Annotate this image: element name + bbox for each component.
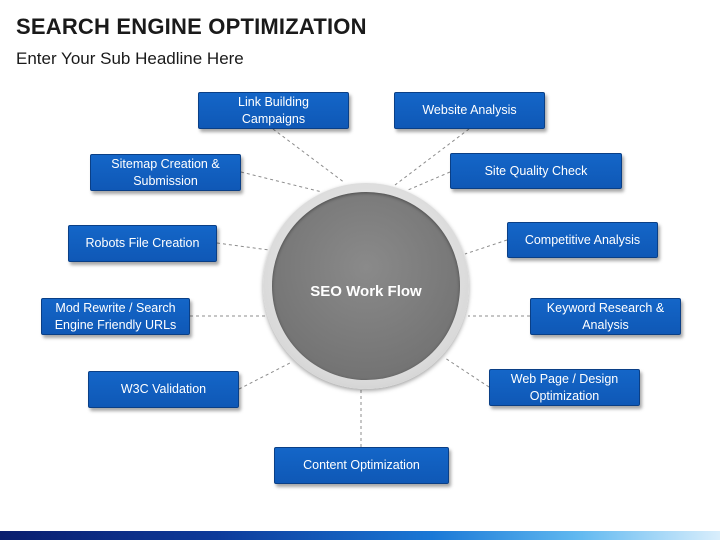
node-website-analysis: Website Analysis [394,92,545,129]
node-link-building: Link Building Campaigns [198,92,349,129]
node-keyword-research: Keyword Research & Analysis [530,298,681,335]
node-label: Web Page / Design Optimization [510,371,619,403]
node-sitemap-creation: Sitemap Creation & Submission [90,154,241,191]
hub-inner-circle: SEO Work Flow [272,192,460,380]
node-label: Mod Rewrite / Search Engine Friendly URL… [54,300,177,332]
node-mod-rewrite: Mod Rewrite / Search Engine Friendly URL… [41,298,190,335]
node-label: Content Optimization [303,458,420,472]
footer-gradient-bar [0,531,720,540]
node-label: Keyword Research & Analysis [546,300,665,332]
node-label: Site Quality Check [484,163,588,178]
node-label: Robots File Creation [85,236,200,250]
node-label: Sitemap Creation & Submission [111,156,220,188]
seo-workflow-hub: SEO Work Flow [263,183,469,389]
node-label: Website Analysis [422,103,517,117]
hub-label: SEO Work Flow [310,283,422,300]
node-site-quality-check: Site Quality Check [450,153,622,189]
node-competitive-analysis: Competitive Analysis [507,222,658,258]
node-robots-file: Robots File Creation [68,225,217,262]
node-web-page-design: Web Page / Design Optimization [489,369,640,406]
node-label: W3C Validation [120,382,207,396]
node-label: Competitive Analysis [524,232,641,247]
node-content-optimization: Content Optimization [274,447,449,484]
node-label: Link Building Campaigns [238,94,309,126]
node-w3c-validation: W3C Validation [88,371,239,408]
slide-subtitle: Enter Your Sub Headline Here [16,49,244,68]
slide-title: SEARCH ENGINE OPTIMIZATION [16,14,367,39]
